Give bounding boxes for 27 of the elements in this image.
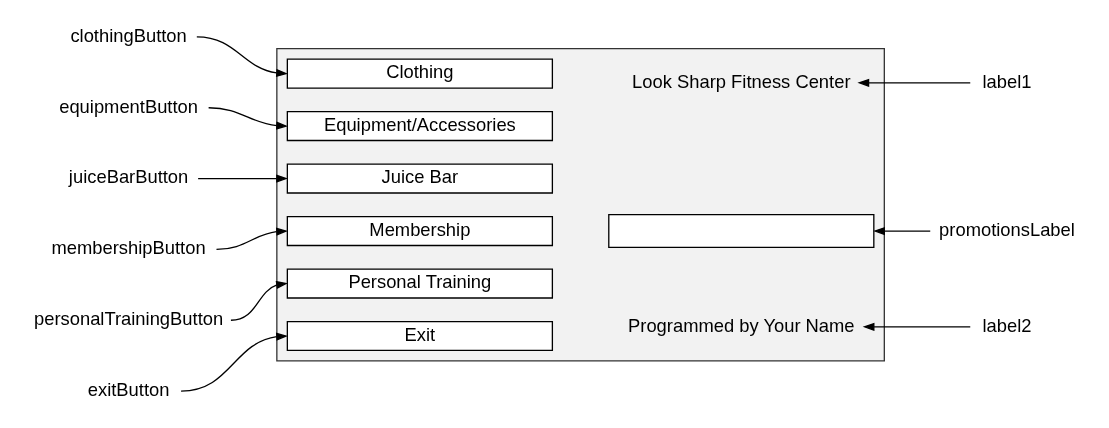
arrow [229, 280, 288, 321]
node-text: equipmentButton [58, 95, 198, 117]
node-text: label1 [981, 70, 1032, 92]
arrow [862, 322, 971, 331]
node-text: exitButton [87, 378, 169, 400]
node-text: membershipButton [51, 237, 206, 259]
node-text: personalTrainingButton [33, 308, 223, 330]
node-box: Clothing [286, 58, 553, 89]
node-box: Exit [286, 320, 553, 352]
node-box [607, 214, 874, 249]
node-text: clothingButton [69, 24, 187, 46]
arrow [196, 174, 288, 183]
node-text: Programmed by Your Name [627, 314, 855, 336]
node-text: Look Sharp Fitness Center [631, 70, 850, 92]
arrow [179, 332, 288, 392]
arrow [207, 107, 288, 130]
node-box: Juice Bar [286, 163, 553, 194]
node-box: Equipment/Accessories [286, 111, 553, 142]
arrow [195, 36, 288, 78]
node-box: Membership [286, 215, 553, 247]
node-text: label2 [981, 314, 1032, 336]
arrow [856, 78, 971, 87]
arrow [872, 226, 931, 236]
node-box: Personal Training [286, 268, 553, 299]
node-text: promotionsLabel [938, 218, 1075, 240]
node-text: juiceBarButton [68, 166, 188, 188]
arrow [215, 227, 288, 251]
